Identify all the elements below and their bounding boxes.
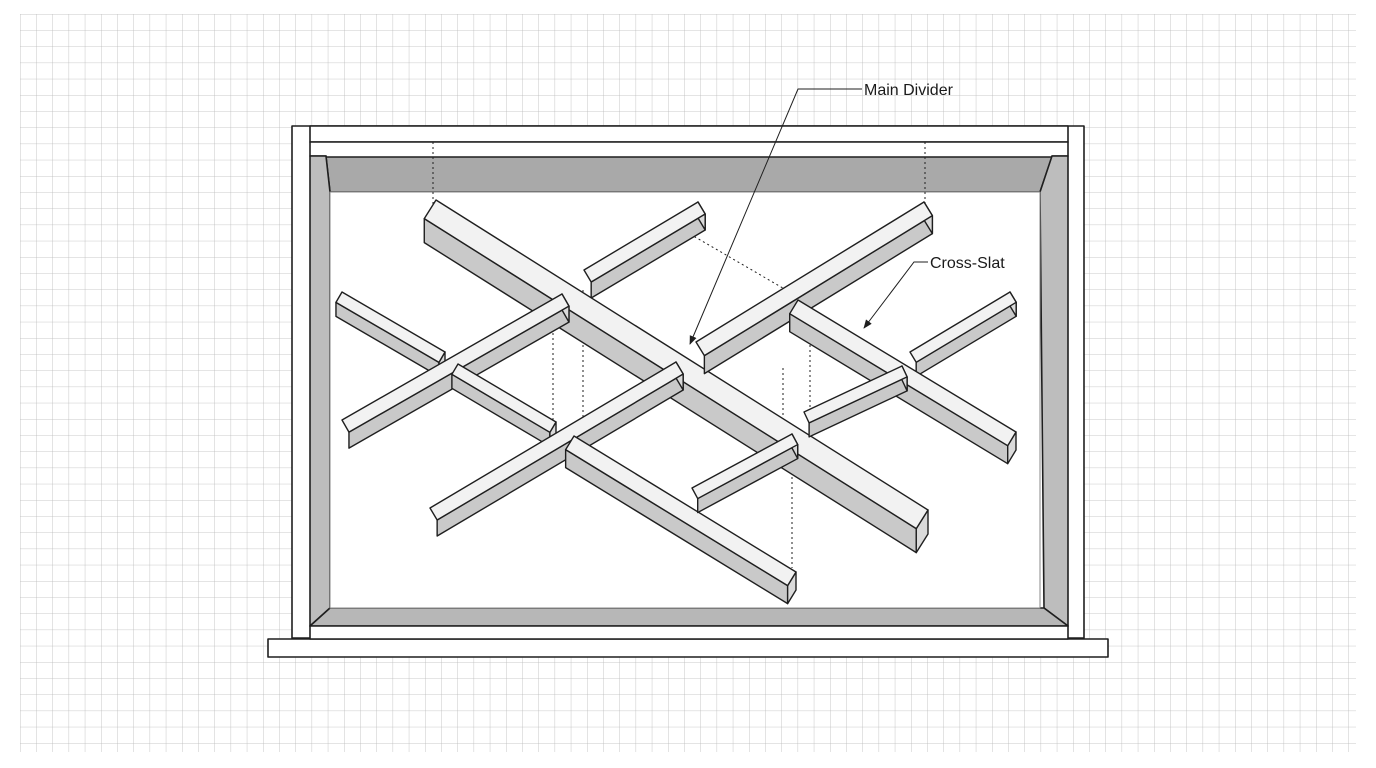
cross-slat-back-left-top-face xyxy=(335,291,446,364)
drawer-back-panel xyxy=(325,156,1053,193)
cross-slat-mid-left-top-face xyxy=(451,363,557,434)
slats xyxy=(335,199,1017,605)
cross-slat-mid-left xyxy=(451,363,557,448)
callout-main-divider: Main Divider xyxy=(689,82,954,345)
callout-cross-slat: Cross-Slat xyxy=(863,255,1005,329)
cross-slat-upper-left xyxy=(583,201,706,299)
drawer-front-rim xyxy=(309,625,1069,640)
cross-slat-far-right xyxy=(909,291,1017,377)
cross-slat-mid-right-top-face xyxy=(803,365,908,424)
cross-slat-upper-right-top-face xyxy=(695,201,934,357)
cross-slat-lower-left xyxy=(429,361,684,537)
cross-slat-lower-mid xyxy=(564,435,797,605)
drawer-left-wall xyxy=(309,155,331,627)
drawer-top-rim xyxy=(309,125,1069,143)
label-cross-slat: Cross-Slat xyxy=(930,255,1005,272)
cross-slat-far-right-top-face xyxy=(909,291,1017,363)
leader-line-main-divider xyxy=(689,88,862,345)
projection-line-3 xyxy=(689,233,801,299)
cross-slat-lower-left-top-face xyxy=(429,361,684,521)
label-main-divider: Main Divider xyxy=(864,82,954,99)
cross-slat-lower-mid-top-face xyxy=(564,435,797,587)
cross-slat-left-top-face xyxy=(341,293,570,433)
projection-lines xyxy=(432,142,926,568)
cross-slat-lower-right-top-face xyxy=(691,433,799,500)
cross-slat-upper-left-top-face xyxy=(583,201,706,283)
drawer-front-wall xyxy=(309,607,1069,627)
drawer-base-plate xyxy=(267,638,1109,658)
drawer-right-wall xyxy=(1039,155,1069,627)
cross-slat-upper-right xyxy=(695,201,934,375)
cross-slat-mid-right xyxy=(803,365,908,438)
leader-line-cross-slat xyxy=(863,261,928,329)
cross-slat-lower-right xyxy=(691,433,799,514)
